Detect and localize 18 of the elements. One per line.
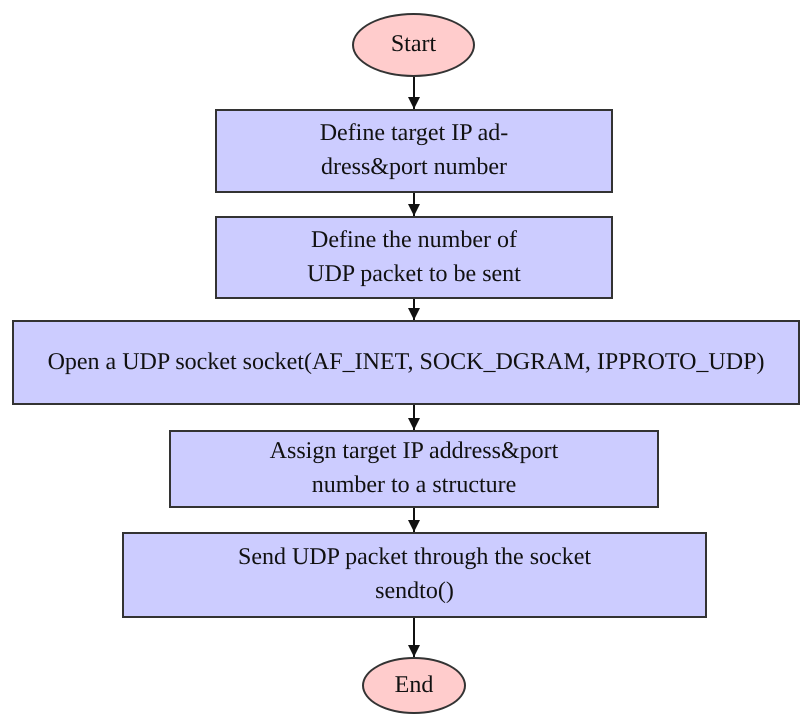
process-box bbox=[215, 109, 613, 193]
node-text: Define target IP ad- dress&port number bbox=[318, 119, 510, 182]
process-box bbox=[122, 532, 707, 618]
node-text: Assign target IP address&port number to a structure bbox=[268, 437, 560, 500]
node-text: Start bbox=[390, 30, 436, 60]
process-box bbox=[169, 430, 659, 508]
arrow bbox=[408, 77, 420, 109]
arrow bbox=[408, 508, 420, 532]
node-text: End bbox=[394, 670, 434, 700]
node-text: Open a UDP socket socket(AF_INET, SOCK_DGRAM, IPPROTO_UDP) bbox=[48, 348, 764, 377]
node-text: Define the number of UDP packet to be sent bbox=[306, 226, 522, 288]
arrow bbox=[408, 405, 420, 430]
arrow bbox=[408, 299, 420, 320]
node-text: Send UDP packet through the socket sendto() bbox=[236, 543, 592, 606]
arrow bbox=[408, 618, 420, 657]
process-box bbox=[12, 320, 800, 405]
process-box bbox=[215, 216, 613, 299]
arrow bbox=[408, 193, 420, 216]
